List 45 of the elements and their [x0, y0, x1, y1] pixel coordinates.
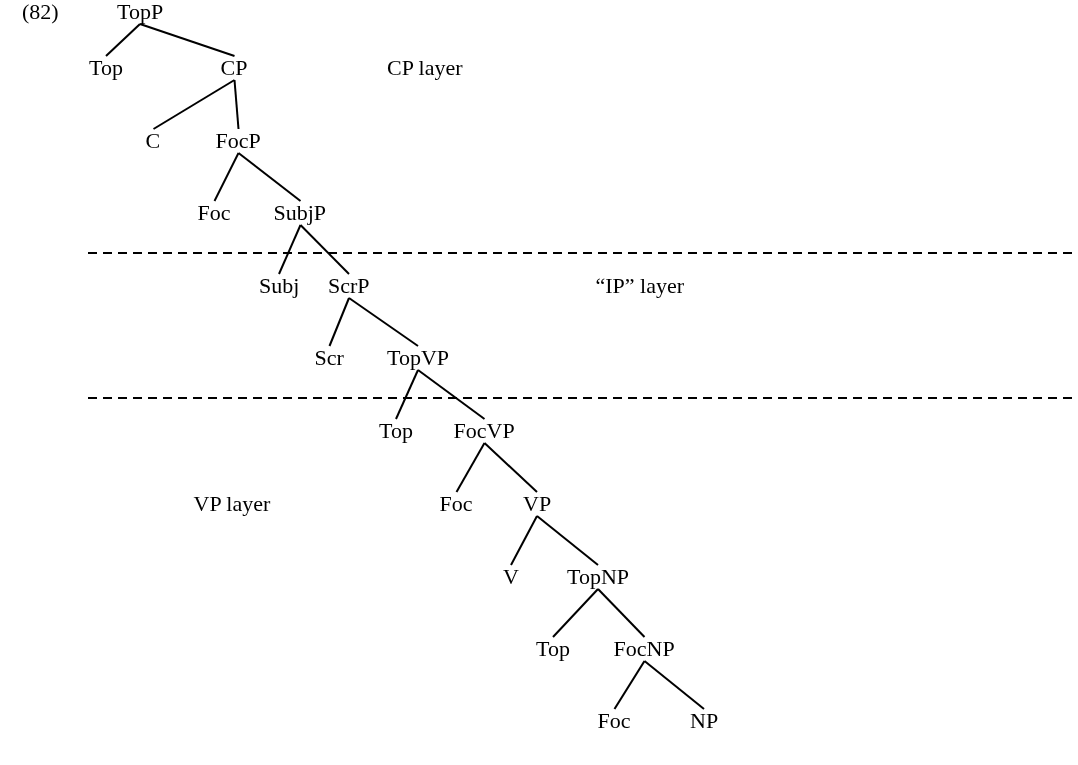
- number-label: (82): [22, 0, 59, 24]
- category-label: SubjP: [273, 201, 327, 225]
- tree-branch: [536, 515, 599, 566]
- category-label: C: [145, 129, 161, 153]
- category-label: FocVP: [453, 419, 515, 443]
- layer-label: CP layer: [387, 56, 463, 80]
- category-label: V: [503, 565, 519, 589]
- category-label: ScrP: [328, 274, 370, 298]
- category-label: FocP: [215, 129, 261, 153]
- category-label: VP: [523, 492, 552, 516]
- tree-branch: [233, 79, 240, 130]
- tree-branch: [237, 152, 302, 202]
- tree-branch: [643, 660, 705, 710]
- category-label: Top: [379, 419, 413, 443]
- tree-branch: [613, 660, 646, 710]
- tree-branch: [105, 23, 141, 57]
- layer-label: “IP” layer: [595, 274, 685, 298]
- category-label: FocNP: [613, 637, 675, 661]
- tree-branch: [483, 442, 538, 493]
- tree-branch: [152, 79, 236, 130]
- tree-branch: [455, 442, 486, 493]
- tree-branch: [552, 588, 599, 638]
- category-label: Subj: [259, 274, 300, 298]
- tree-branch: [395, 369, 419, 420]
- tree-branch: [348, 297, 419, 347]
- category-label: Foc: [597, 709, 631, 733]
- tree-branch: [510, 515, 538, 566]
- tree-branch: [278, 224, 302, 275]
- category-label: Foc: [197, 201, 231, 225]
- tree-branch: [299, 224, 350, 275]
- tree-branch: [139, 23, 236, 57]
- category-label: CP: [220, 56, 248, 80]
- category-label: Top: [89, 56, 123, 80]
- category-label: Foc: [439, 492, 473, 516]
- category-label: Top: [536, 637, 570, 661]
- layer-label: VP layer: [193, 492, 271, 516]
- category-label: NP: [690, 709, 719, 733]
- category-label: Scr: [314, 346, 344, 370]
- tree-branch: [213, 152, 240, 202]
- category-label: TopVP: [387, 346, 450, 370]
- tree-branch: [328, 297, 350, 347]
- tree-branch: [597, 588, 646, 638]
- category-label: TopP: [117, 0, 164, 24]
- tree-branch: [417, 369, 486, 420]
- category-label: TopNP: [567, 565, 630, 589]
